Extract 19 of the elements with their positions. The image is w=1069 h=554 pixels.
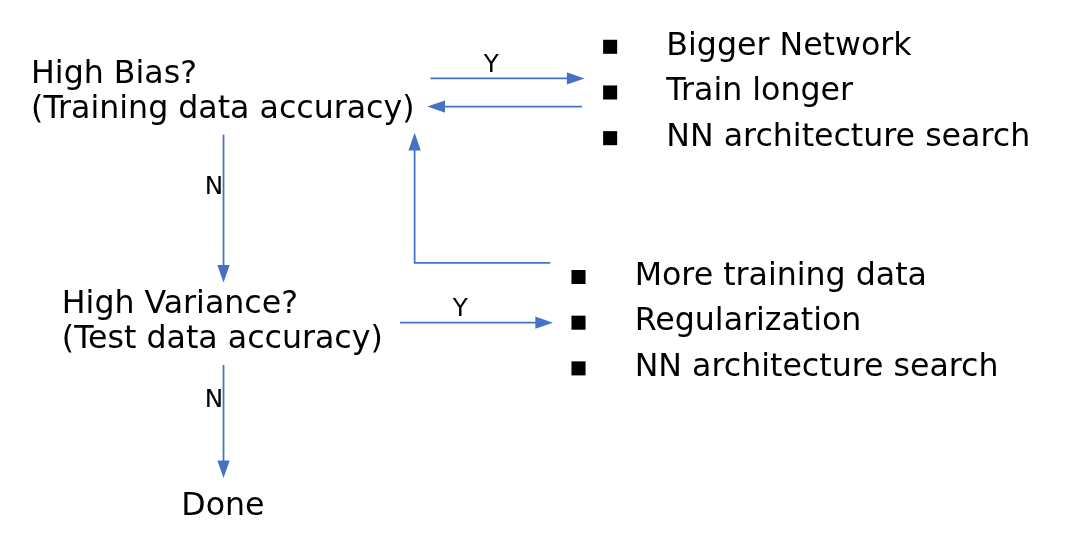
node-text: Done — [180, 485, 265, 522]
node-label: More training data — [634, 255, 927, 292]
arrow — [429, 72, 584, 85]
edge-label: Y — [483, 48, 499, 78]
node-label: Train longer — [665, 71, 853, 108]
node-label: Bigger Network — [665, 25, 912, 62]
node-label: NN architecture search — [665, 116, 1030, 153]
arrow — [216, 133, 230, 283]
edge-label: Y — [452, 293, 468, 323]
node-label: Regularization — [634, 301, 861, 338]
arrow — [398, 316, 553, 329]
node-label: NN architecture search — [634, 347, 999, 384]
arrow — [426, 100, 583, 113]
arrow — [407, 132, 551, 264]
edge-label: N — [204, 383, 223, 413]
edge-label: N — [204, 170, 223, 200]
arrow — [216, 364, 230, 479]
node-text: High Variance? (Test data accuracy) — [61, 283, 383, 355]
node-text: High Bias? (Training data accuracy) — [30, 53, 415, 125]
